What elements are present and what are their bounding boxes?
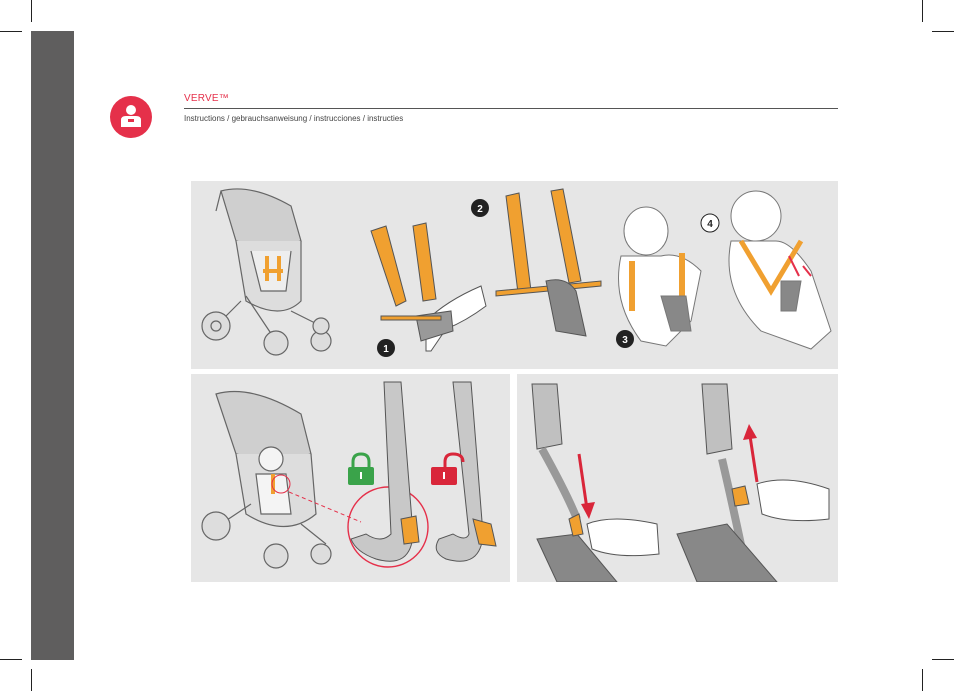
arrow-up-icon [743,424,759,483]
step-1-badge: 1 [377,339,395,357]
page-title: VERVE™ [184,93,229,104]
step-2-badge: 2 [471,199,489,217]
strap-unlocked-illustration [435,381,497,562]
strap-adjust-panel [517,374,838,582]
svg-text:4: 4 [707,219,713,230]
detail-callout-circle [347,486,429,568]
arrow-down-icon [577,453,595,519]
user-icon [110,96,152,138]
strap-pull-down-illustration [531,383,660,582]
step-4-badge: 4 [700,213,720,233]
sidebar-band [31,31,74,660]
step-3-badge: 3 [616,330,634,348]
step-3-illustration [618,206,702,347]
svg-text:3: 3 [622,335,628,346]
crop-mark-bottom-right-v [922,669,923,691]
svg-text:2: 2 [477,204,483,215]
crop-mark-top-right-v [922,0,923,22]
crop-mark-top-left-v [31,0,32,22]
padlock-unlocked-icon [431,452,465,485]
stroller-illustration [201,188,332,356]
page-subtitle: Instructions / gebrauchsanweisung / inst… [184,114,404,123]
harness-steps-panel: 1 2 3 [191,181,838,369]
step-2-illustration [495,188,602,337]
strap-pull-up-illustration [676,383,830,582]
crop-mark-top-right-h [932,31,954,32]
header-divider [184,108,838,109]
svg-text:1: 1 [383,344,389,355]
strap-locked-illustration [350,381,420,562]
crop-mark-bottom-right-h [932,659,954,660]
strap-lock-panel [191,374,510,582]
crop-mark-top-left-h [0,31,22,32]
stroller-illustration [201,391,332,569]
padlock-locked-icon [348,452,374,485]
crop-mark-bottom-left-v [31,669,32,691]
crop-mark-bottom-left-h [0,659,22,660]
step-1-illustration [370,222,487,352]
step-4-illustration [728,190,832,350]
